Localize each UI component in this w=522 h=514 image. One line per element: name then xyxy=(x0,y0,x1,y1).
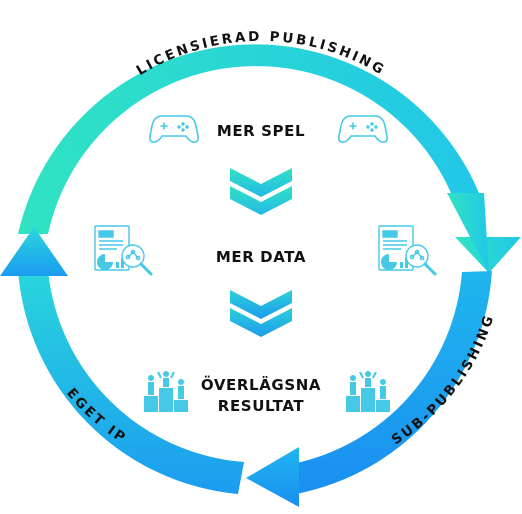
step-label-overlagsna: ÖVERLÄGSNA xyxy=(201,375,321,394)
cycle-arrow-top xyxy=(18,44,521,273)
gamepad-icon xyxy=(149,115,199,143)
gamepad-icon xyxy=(338,115,388,143)
double-chevron-down-icon xyxy=(230,168,292,215)
data-report-icon xyxy=(94,225,153,276)
step-label-mer-data: MER DATA xyxy=(216,248,306,266)
cycle-arrow-left xyxy=(0,227,244,494)
double-chevron-down-icon xyxy=(230,290,292,337)
step-label-resultat: RESULTAT xyxy=(218,397,305,415)
podium-icon xyxy=(144,371,188,412)
step-label-mer-spel: MER SPEL xyxy=(217,122,305,140)
cycle-arrow-right xyxy=(246,271,492,507)
podium-icon xyxy=(346,371,390,412)
data-report-icon xyxy=(378,225,437,276)
